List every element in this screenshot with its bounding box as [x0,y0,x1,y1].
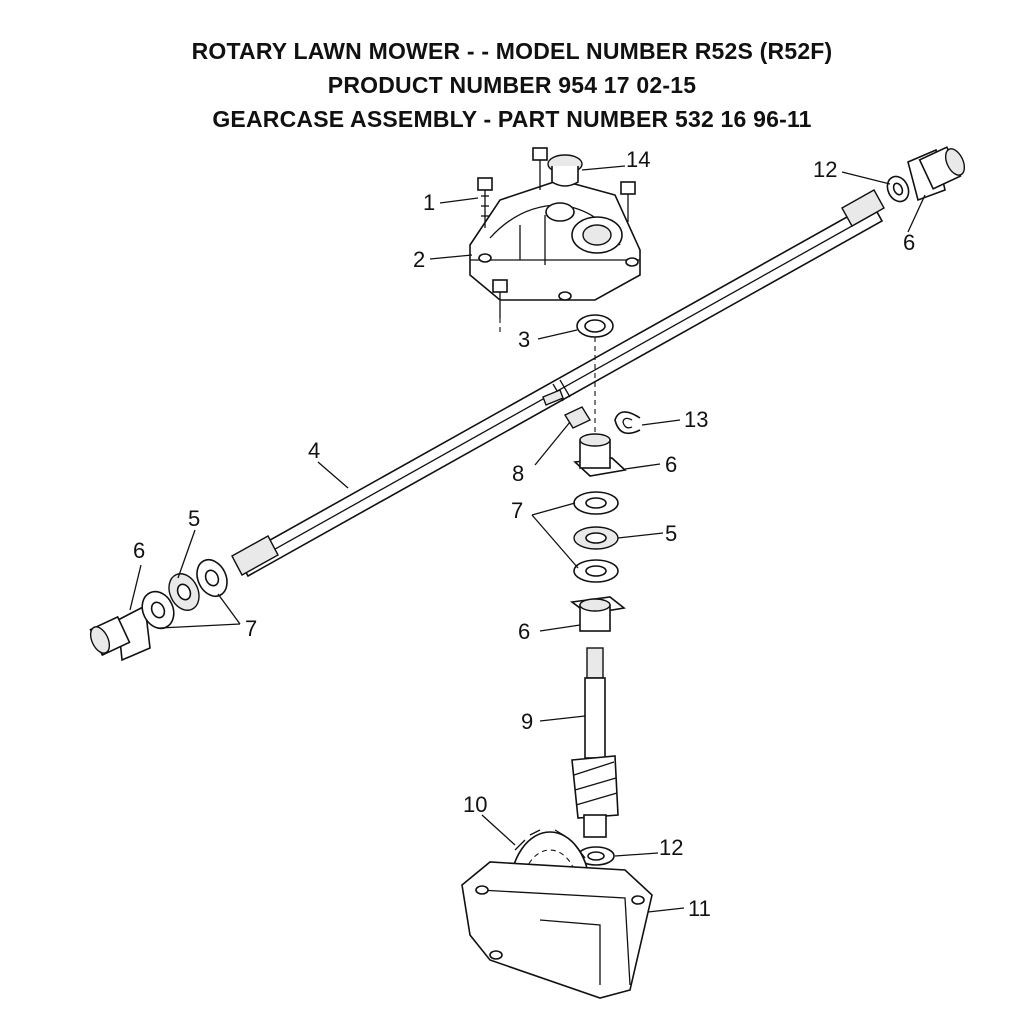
oil-seal [576,314,614,338]
title-line-model: ROTARY LAWN MOWER - - MODEL NUMBER R52S … [191,38,833,64]
flange-bearing-lower [569,596,626,632]
thrust-washers-mid [573,491,619,583]
callout-11: 11 [688,896,711,921]
callout-13: 13 [684,407,708,432]
callout-7-mid: 7 [511,498,523,523]
callout-6-lower: 6 [518,619,530,644]
callout-6-left: 6 [133,538,145,563]
callout-10: 10 [463,792,487,817]
title-line-product: PRODUCT NUMBER 954 17 02-15 [327,72,697,98]
left-end-parts [89,558,228,662]
callout-1: 1 [423,190,435,215]
callout-labels: 1 2 3 4 5 5 6 6 6 6 7 7 8 9 10 11 12 12 … [133,147,915,921]
callout-7-left: 7 [245,616,257,641]
callout-3: 3 [518,327,530,352]
right-end-parts [886,146,966,203]
callout-6-mid: 6 [665,452,677,477]
cover-screws [477,147,636,335]
flange-bearing-mid [573,433,627,477]
vent-plug [547,154,583,187]
woodruff-key [542,389,592,429]
gearcase-housing [461,861,653,999]
washer-lower [577,846,615,866]
callout-12-bottom: 12 [659,835,683,860]
callout-4: 4 [308,438,320,463]
leader-lines [129,165,926,913]
diagram-title: ROTARY LAWN MOWER - - MODEL NUMBER R52S … [0,34,1024,136]
callout-5-left: 5 [188,506,200,531]
callout-6-top-right: 6 [903,230,915,255]
retaining-clip [614,411,641,435]
callout-8: 8 [512,461,524,486]
callout-14: 14 [626,147,650,172]
callout-12-top: 12 [813,157,837,182]
callout-9: 9 [521,709,533,734]
callout-5-right: 5 [665,521,677,546]
gearcase-cover [469,179,641,301]
callout-2: 2 [413,247,425,272]
title-line-assembly: GEARCASE ASSEMBLY - PART NUMBER 532 16 9… [212,106,812,132]
worm-shaft [571,647,619,838]
